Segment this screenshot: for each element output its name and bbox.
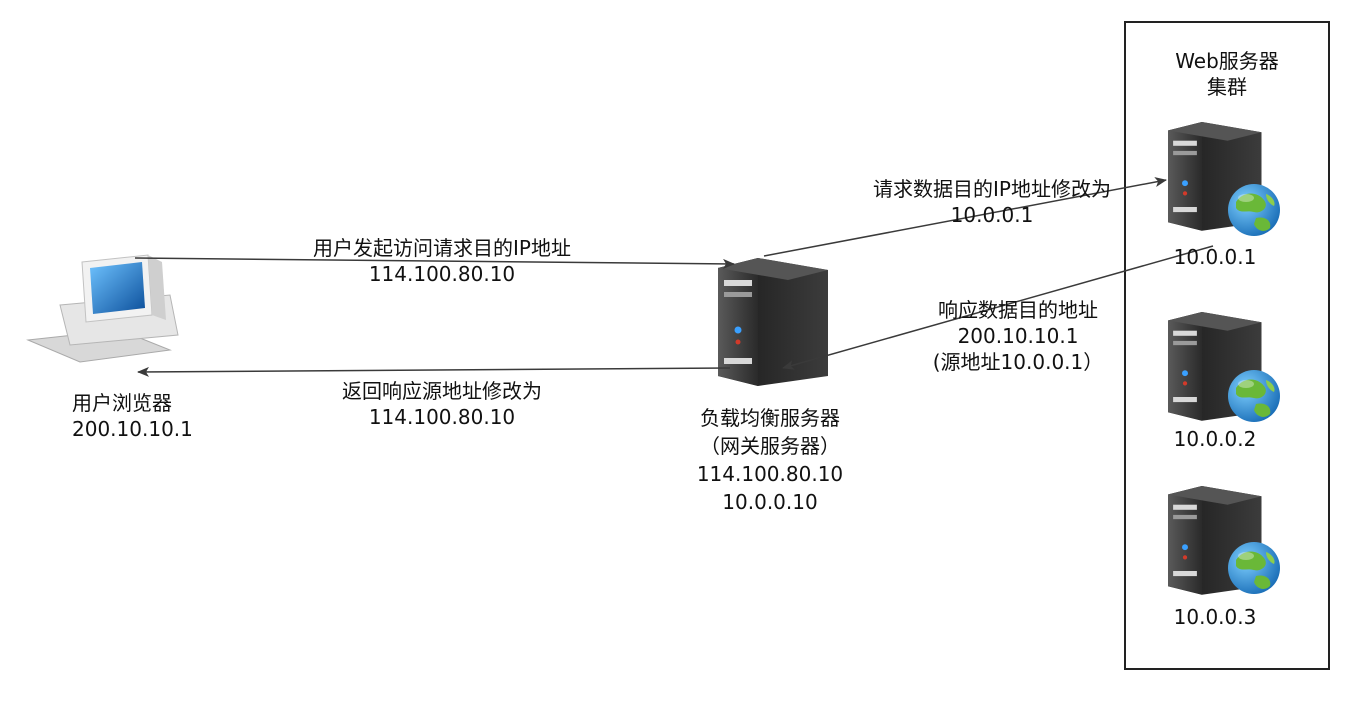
web-server-ip: 10.0.0.2 — [1173, 427, 1257, 451]
gateway-label: 负载均衡服务器 （网关服务器） 114.100.80.10 10.0.0.10 — [660, 404, 880, 516]
desktop-computer-icon — [26, 254, 179, 363]
response-out-label: 返回响应源地址修改为 114.100.80.10 — [292, 378, 592, 430]
request-in-line1: 用户发起访问请求目的IP地址 — [313, 236, 571, 260]
request-forward-label: 请求数据目的IP地址修改为 10.0.0.1 — [832, 176, 1152, 228]
gateway-name: 负载均衡服务器 — [700, 406, 840, 430]
response-out-arrow — [137, 366, 731, 377]
response-in-line2: 200.10.10.1 — [957, 324, 1079, 348]
response-out-line1: 返回响应源地址修改为 — [342, 379, 542, 403]
request-forward-line1: 请求数据目的IP地址修改为 — [873, 177, 1111, 201]
request-forward-arrow — [763, 177, 1167, 257]
cluster-title-line1: Web服务器 — [1175, 49, 1279, 73]
request-in-label: 用户发起访问请求目的IP地址 114.100.80.10 — [262, 235, 622, 287]
request-in-line2: 114.100.80.10 — [368, 262, 516, 286]
cluster-title-line2: 集群 — [1207, 75, 1247, 99]
web-server-globe-icon — [1168, 122, 1280, 236]
web-server-ip: 10.0.0.1 — [1173, 245, 1257, 269]
response-in-label: 响应数据目的地址 200.10.10.1 (源地址10.0.0.1） — [898, 297, 1138, 375]
response-in-line3: (源地址10.0.0.1） — [932, 350, 1104, 374]
web-server-ip: 10.0.0.3 — [1173, 605, 1257, 629]
request-forward-line2: 10.0.0.1 — [950, 203, 1034, 227]
gateway-server-icon — [718, 258, 828, 386]
client-name: 用户浏览器 — [72, 391, 172, 415]
client-ip: 200.10.10.1 — [72, 417, 193, 441]
web-server-globe-icon — [1168, 312, 1280, 422]
cluster-box — [1124, 21, 1330, 670]
request-in-arrow — [134, 257, 735, 269]
gateway-subtitle: （网关服务器） — [700, 434, 840, 458]
web-server-globe-icon — [1168, 486, 1280, 595]
response-in-arrow — [782, 245, 1214, 370]
client-label: 用户浏览器 200.10.10.1 — [72, 390, 193, 442]
cluster-title: Web服务器 集群 — [1140, 48, 1314, 100]
response-in-line1: 响应数据目的地址 — [938, 298, 1098, 322]
response-out-line2: 114.100.80.10 — [368, 405, 516, 429]
gateway-ip-public: 114.100.80.10 — [696, 462, 844, 486]
gateway-ip-private: 10.0.0.10 — [722, 490, 818, 514]
